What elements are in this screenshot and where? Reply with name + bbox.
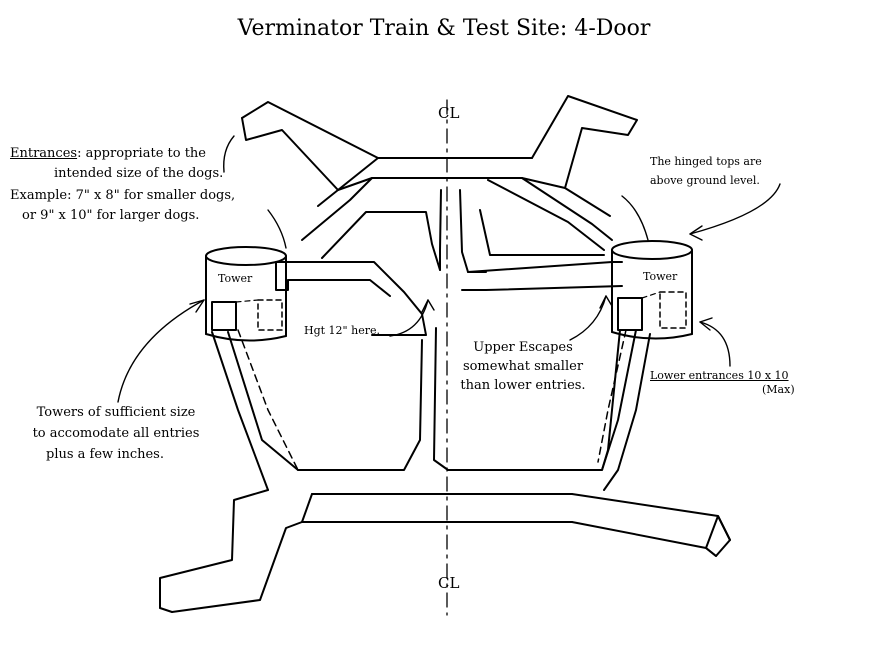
central-chamber-walls xyxy=(297,327,621,471)
lower-right-arm-tunnel xyxy=(571,493,731,557)
right-lower-leg-tunnel xyxy=(597,329,651,491)
left-lower-leg-tunnel xyxy=(211,329,299,491)
towers-leader xyxy=(117,299,205,403)
entrances-note-line3: Example: 7" x 8" for smaller dogs, xyxy=(10,188,236,203)
centerline-label-top: CL xyxy=(438,104,460,122)
lower-entrances-line2: (Max) xyxy=(762,383,795,396)
towers-note-line1: Towers of sufficient size xyxy=(36,405,196,420)
entrances-heading: Entrances xyxy=(10,146,78,161)
towers-arrowhead xyxy=(189,299,205,313)
height-note-leader xyxy=(389,299,429,337)
hinged-tops-leader xyxy=(689,183,781,235)
upper-left-arm-tunnel xyxy=(241,101,379,207)
escapes-arrowhead xyxy=(599,295,613,309)
inner-upper-left-tunnel xyxy=(301,177,442,271)
escapes-leader xyxy=(569,295,607,341)
entrances-note-line4: or 9" x 10" for larger dogs. xyxy=(22,208,200,223)
right-tower-label: Tower xyxy=(643,270,678,283)
towers-note-line3: plus a few inches. xyxy=(46,447,164,462)
upper-escapes-line1: Upper Escapes xyxy=(473,340,573,355)
entrances-line1-rest: : appropriate to the xyxy=(77,146,206,161)
page-title: Verminator Train & Test Site: 4-Door xyxy=(237,16,651,41)
lower-entrances-arrowhead xyxy=(699,317,713,331)
hinged-tops-arrowhead xyxy=(689,225,703,241)
left-tower-top-leader xyxy=(267,209,287,249)
height-note-arrowhead xyxy=(421,299,435,313)
height-note: Hgt 12" here. xyxy=(304,324,380,337)
centerline-label-bottom: CL xyxy=(438,574,460,592)
lower-left-arm-tunnel xyxy=(159,489,303,613)
bottom-connector-tunnel xyxy=(301,493,573,523)
hinged-tops-line1: The hinged tops are xyxy=(650,155,762,168)
upper-escapes-line2: somewhat smaller xyxy=(462,359,584,374)
entrances-note-line1: Entrances: appropriate to the xyxy=(10,144,206,164)
right-tower-drawing xyxy=(611,240,693,340)
right-tower-top-leader xyxy=(621,195,649,241)
lower-entrances-leader xyxy=(699,321,731,367)
entrances-leader xyxy=(223,135,235,173)
hinged-tops-line2: above ground level. xyxy=(650,174,760,187)
upper-escapes-line3: than lower entries. xyxy=(460,378,586,393)
upper-right-arm-tunnel xyxy=(531,95,638,217)
lower-entrances-line1: Lower entrances 10 x 10 xyxy=(650,369,789,382)
towers-note-line2: to accomodate all entries xyxy=(32,426,200,441)
left-tower-label: Tower xyxy=(218,272,253,285)
leader-lines xyxy=(117,135,781,403)
inner-upper-right-tunnel xyxy=(459,177,613,273)
entrances-note-line2: intended size of the dogs. xyxy=(54,166,224,181)
top-connector-tunnel xyxy=(337,157,566,191)
right-hallway-tunnel xyxy=(461,261,623,291)
left-tower-drawing xyxy=(205,246,287,342)
